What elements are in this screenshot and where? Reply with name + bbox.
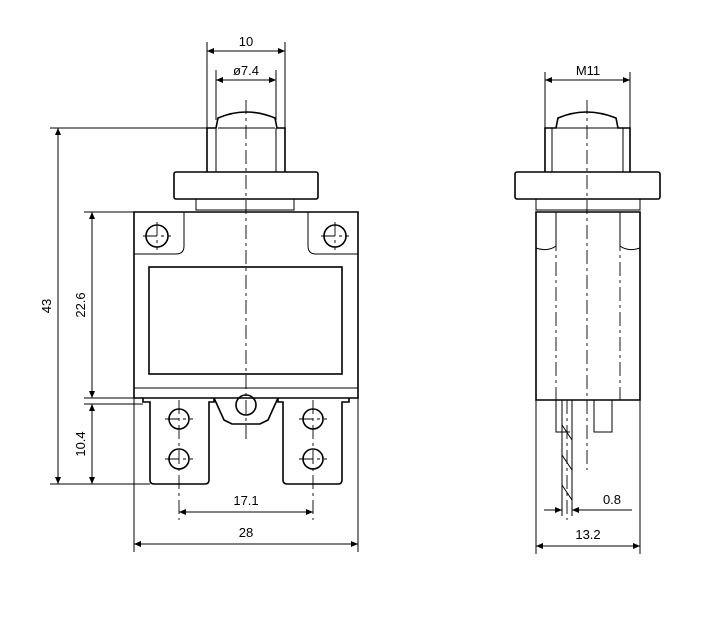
- dim-thread: M11: [576, 63, 600, 78]
- dim-overall-height: 43: [39, 299, 54, 313]
- front-dimensions: 10 ø7.4 43 22.6 10.4 17.1 28: [39, 34, 359, 552]
- terminal-left: [142, 398, 215, 485]
- side-view: [514, 100, 661, 520]
- dim-terminal-spacing: 17.1: [233, 493, 258, 508]
- dim-top-width: 10: [239, 34, 253, 49]
- side-body: [535, 211, 641, 401]
- side-dimensions: M11 0.8 13.2: [535, 63, 641, 554]
- dim-terminal-height: 10.4: [73, 431, 88, 456]
- side-button: [544, 111, 631, 172]
- terminal-right: [277, 398, 350, 485]
- dim-button-diameter: ø7.4: [233, 63, 259, 78]
- dim-overall-depth: 13.2: [575, 527, 600, 542]
- front-view: [133, 100, 359, 520]
- side-flange: [514, 171, 661, 200]
- dim-body-height: 22.6: [73, 292, 88, 317]
- dim-overall-width: 28: [239, 525, 253, 540]
- dim-terminal-thickness: 0.8: [603, 492, 621, 507]
- label-window: [148, 266, 343, 375]
